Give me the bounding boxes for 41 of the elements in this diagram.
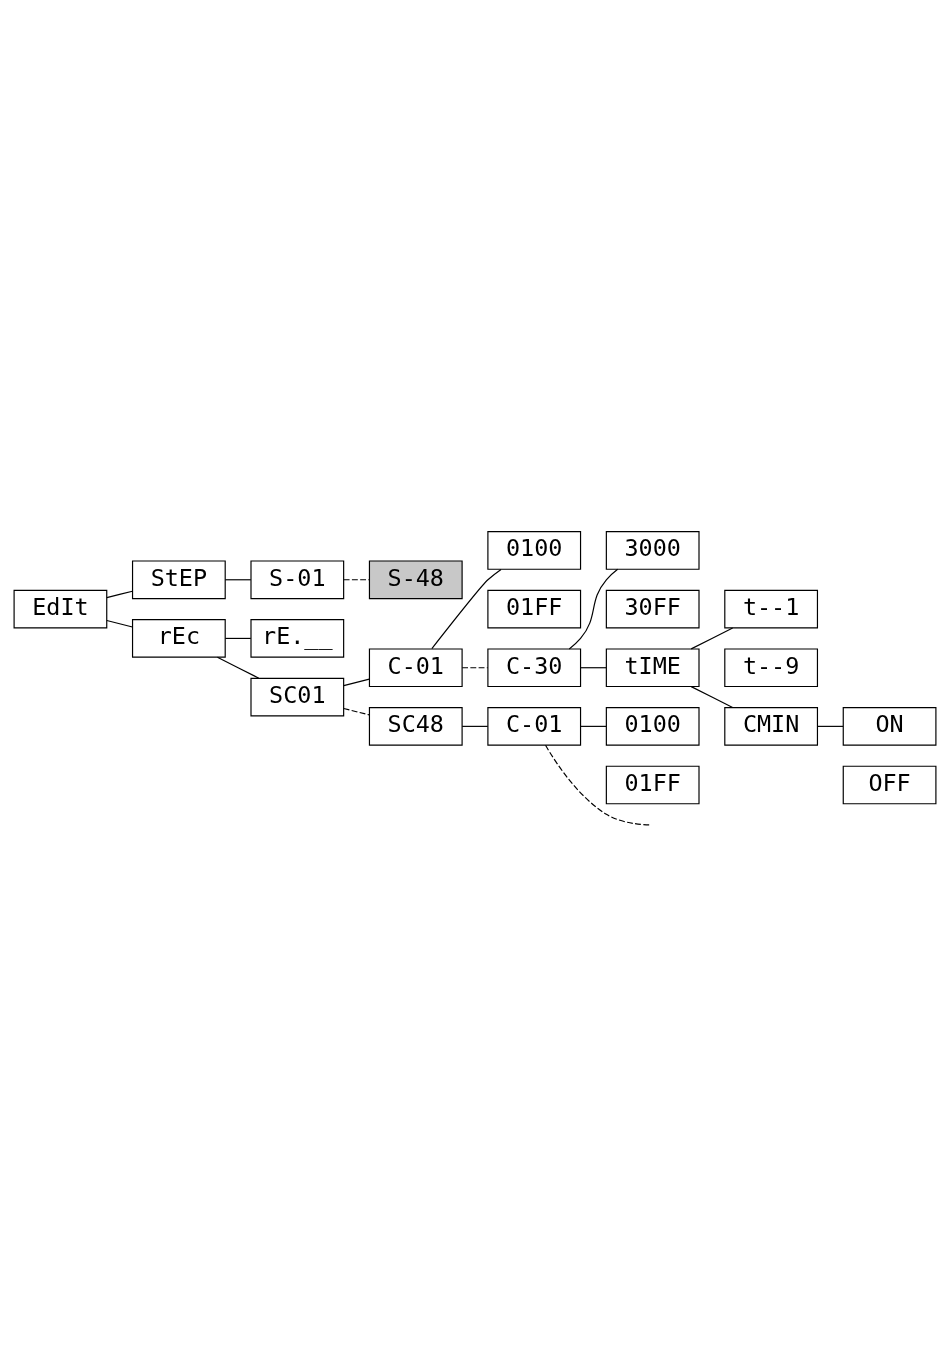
node-box: S-01 [250,560,345,600]
connector [224,637,252,639]
node-box: OFF [842,765,937,805]
connector [216,656,260,679]
node-box: 0100 [487,531,582,570]
node-box: rEc [131,619,226,658]
node-box: 01FF [487,589,582,629]
connector [106,619,133,628]
node-box: ON [842,707,937,746]
node-box: EdIt [13,589,108,629]
node-box: SC01 [250,677,345,717]
node-box: StEP [131,560,226,600]
node-box: CMIN [724,707,819,746]
node-box: 0100 [605,707,700,746]
node-box: S-48 [368,560,463,600]
node-box: C-01 [487,707,582,746]
connector [690,686,734,709]
connector [580,667,607,669]
connector [544,744,652,826]
connector [431,568,502,650]
connector [461,667,489,669]
connector [690,627,734,650]
connector [106,590,133,599]
node-box: 01FF [605,765,700,805]
node-box: t--1 [724,589,819,629]
node-box: 3000 [605,531,700,570]
node-box: 30FF [605,589,700,629]
connector [343,707,370,716]
connector [343,678,370,687]
connector [343,579,370,581]
node-box: rE.__ [250,619,345,658]
node-box: tIME [605,648,700,688]
connector [580,725,607,727]
connector [461,725,489,727]
node-box: C-01 [368,648,463,688]
node-box: C-30 [487,648,582,688]
connector [816,725,844,727]
connector [568,568,619,650]
node-box: t--9 [724,648,819,688]
connector [224,579,252,581]
node-box: SC48 [368,707,463,746]
